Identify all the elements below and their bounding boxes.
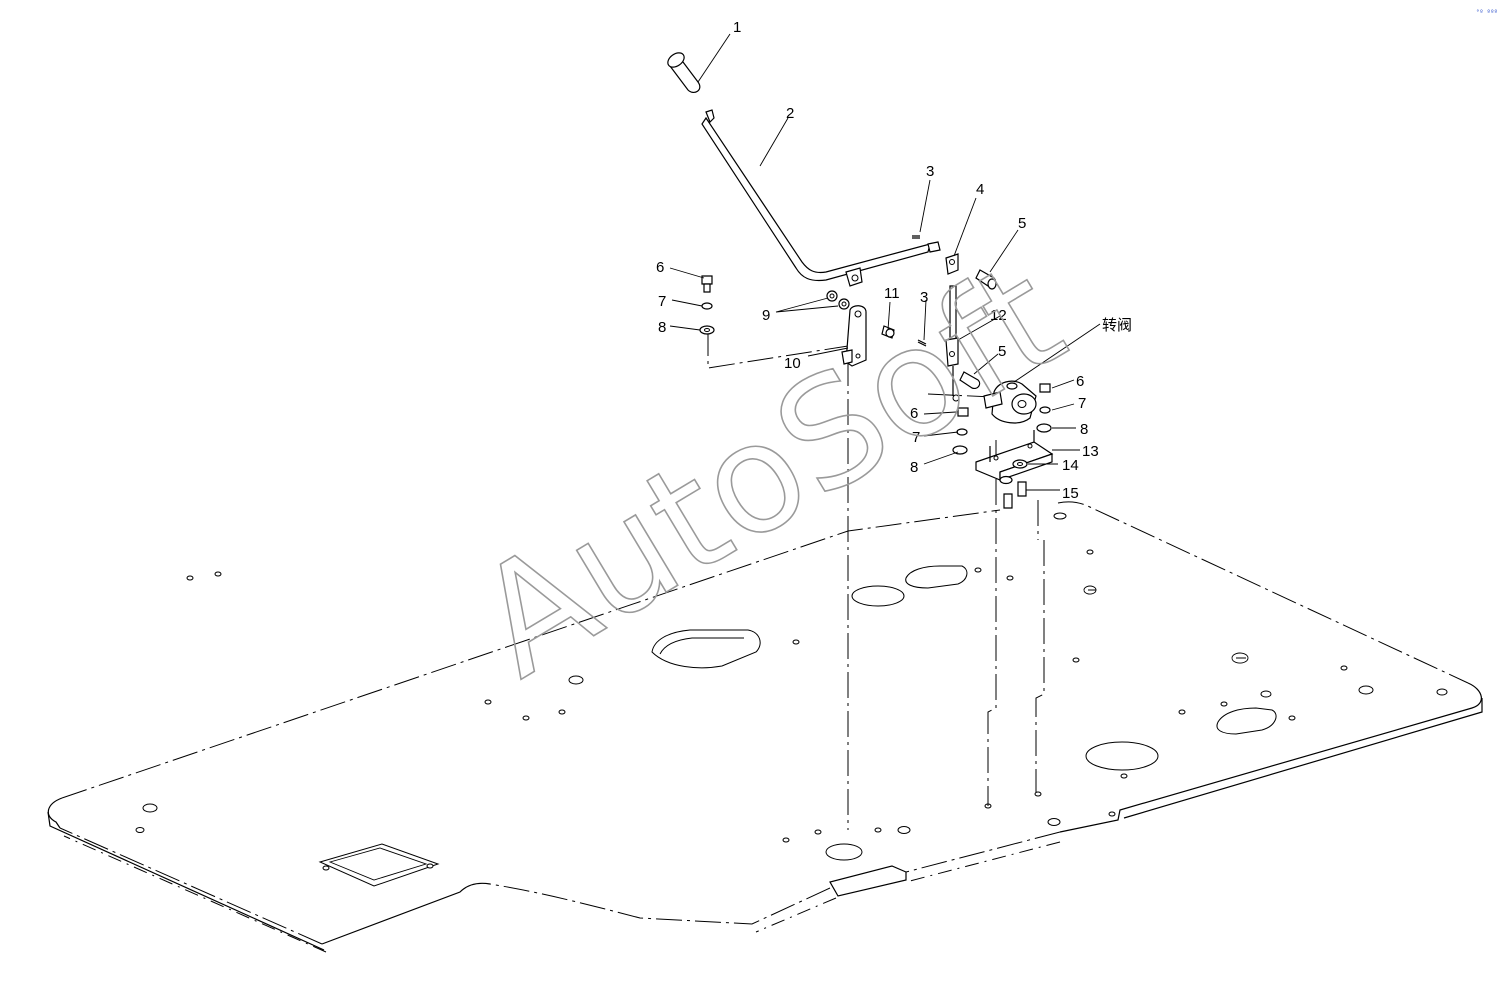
callout-4: 4 (976, 181, 984, 198)
callout-1: 1 (733, 19, 741, 36)
washer-part (999, 459, 1028, 485)
nut-part (826, 290, 850, 310)
callout-3-upper: 3 (926, 163, 934, 180)
callout-9: 9 (762, 307, 770, 324)
callout-8-left: 8 (658, 319, 666, 336)
callout-6-right: 6 (1076, 373, 1084, 390)
callout-3-lower: 3 (920, 289, 928, 306)
callout-14: 14 (1062, 457, 1079, 474)
lever-part (701, 109, 941, 287)
callout-8-mid: 8 (910, 459, 918, 476)
mounting-bracket-part (975, 430, 1054, 481)
callout-6-mid: 6 (910, 405, 918, 422)
callout-labels: 1 2 3 4 5 6 7 8 9 10 11 3 12 5 转阀 6 7 8 … (656, 19, 1132, 502)
callout-10: 10 (784, 355, 801, 372)
fastener-stack-right (952, 383, 1052, 455)
clevis-rod-part (945, 253, 959, 396)
bolt-part (881, 325, 895, 339)
callout-7-right: 7 (1078, 395, 1086, 412)
cotter-pin-part (912, 235, 927, 347)
callout-5-upper: 5 (1018, 215, 1026, 232)
callout-15: 15 (1062, 485, 1079, 502)
knob-part (667, 52, 701, 94)
bottom-bolt-part (1003, 481, 1027, 509)
rotary-valve-part (952, 380, 1037, 424)
callout-8-right: 8 (1080, 421, 1088, 438)
callout-6-left: 6 (656, 259, 664, 276)
callout-2: 2 (786, 105, 794, 122)
callout-11: 11 (884, 285, 900, 302)
callout-12: 12 (990, 307, 1007, 324)
fastener-stack-left (699, 275, 715, 335)
callout-5-lower: 5 (998, 343, 1006, 360)
leader-lines (669, 33, 1101, 491)
callout-7-mid: 7 (912, 429, 920, 446)
callout-13: 13 (1082, 443, 1099, 460)
corner-mark: °º ººº (1476, 9, 1498, 16)
callout-7-left: 7 (658, 293, 666, 310)
callout-valve: 转阀 (1102, 317, 1132, 334)
bracket-part (841, 305, 867, 367)
pin-part (959, 269, 997, 389)
floor-plate (47, 501, 1483, 953)
